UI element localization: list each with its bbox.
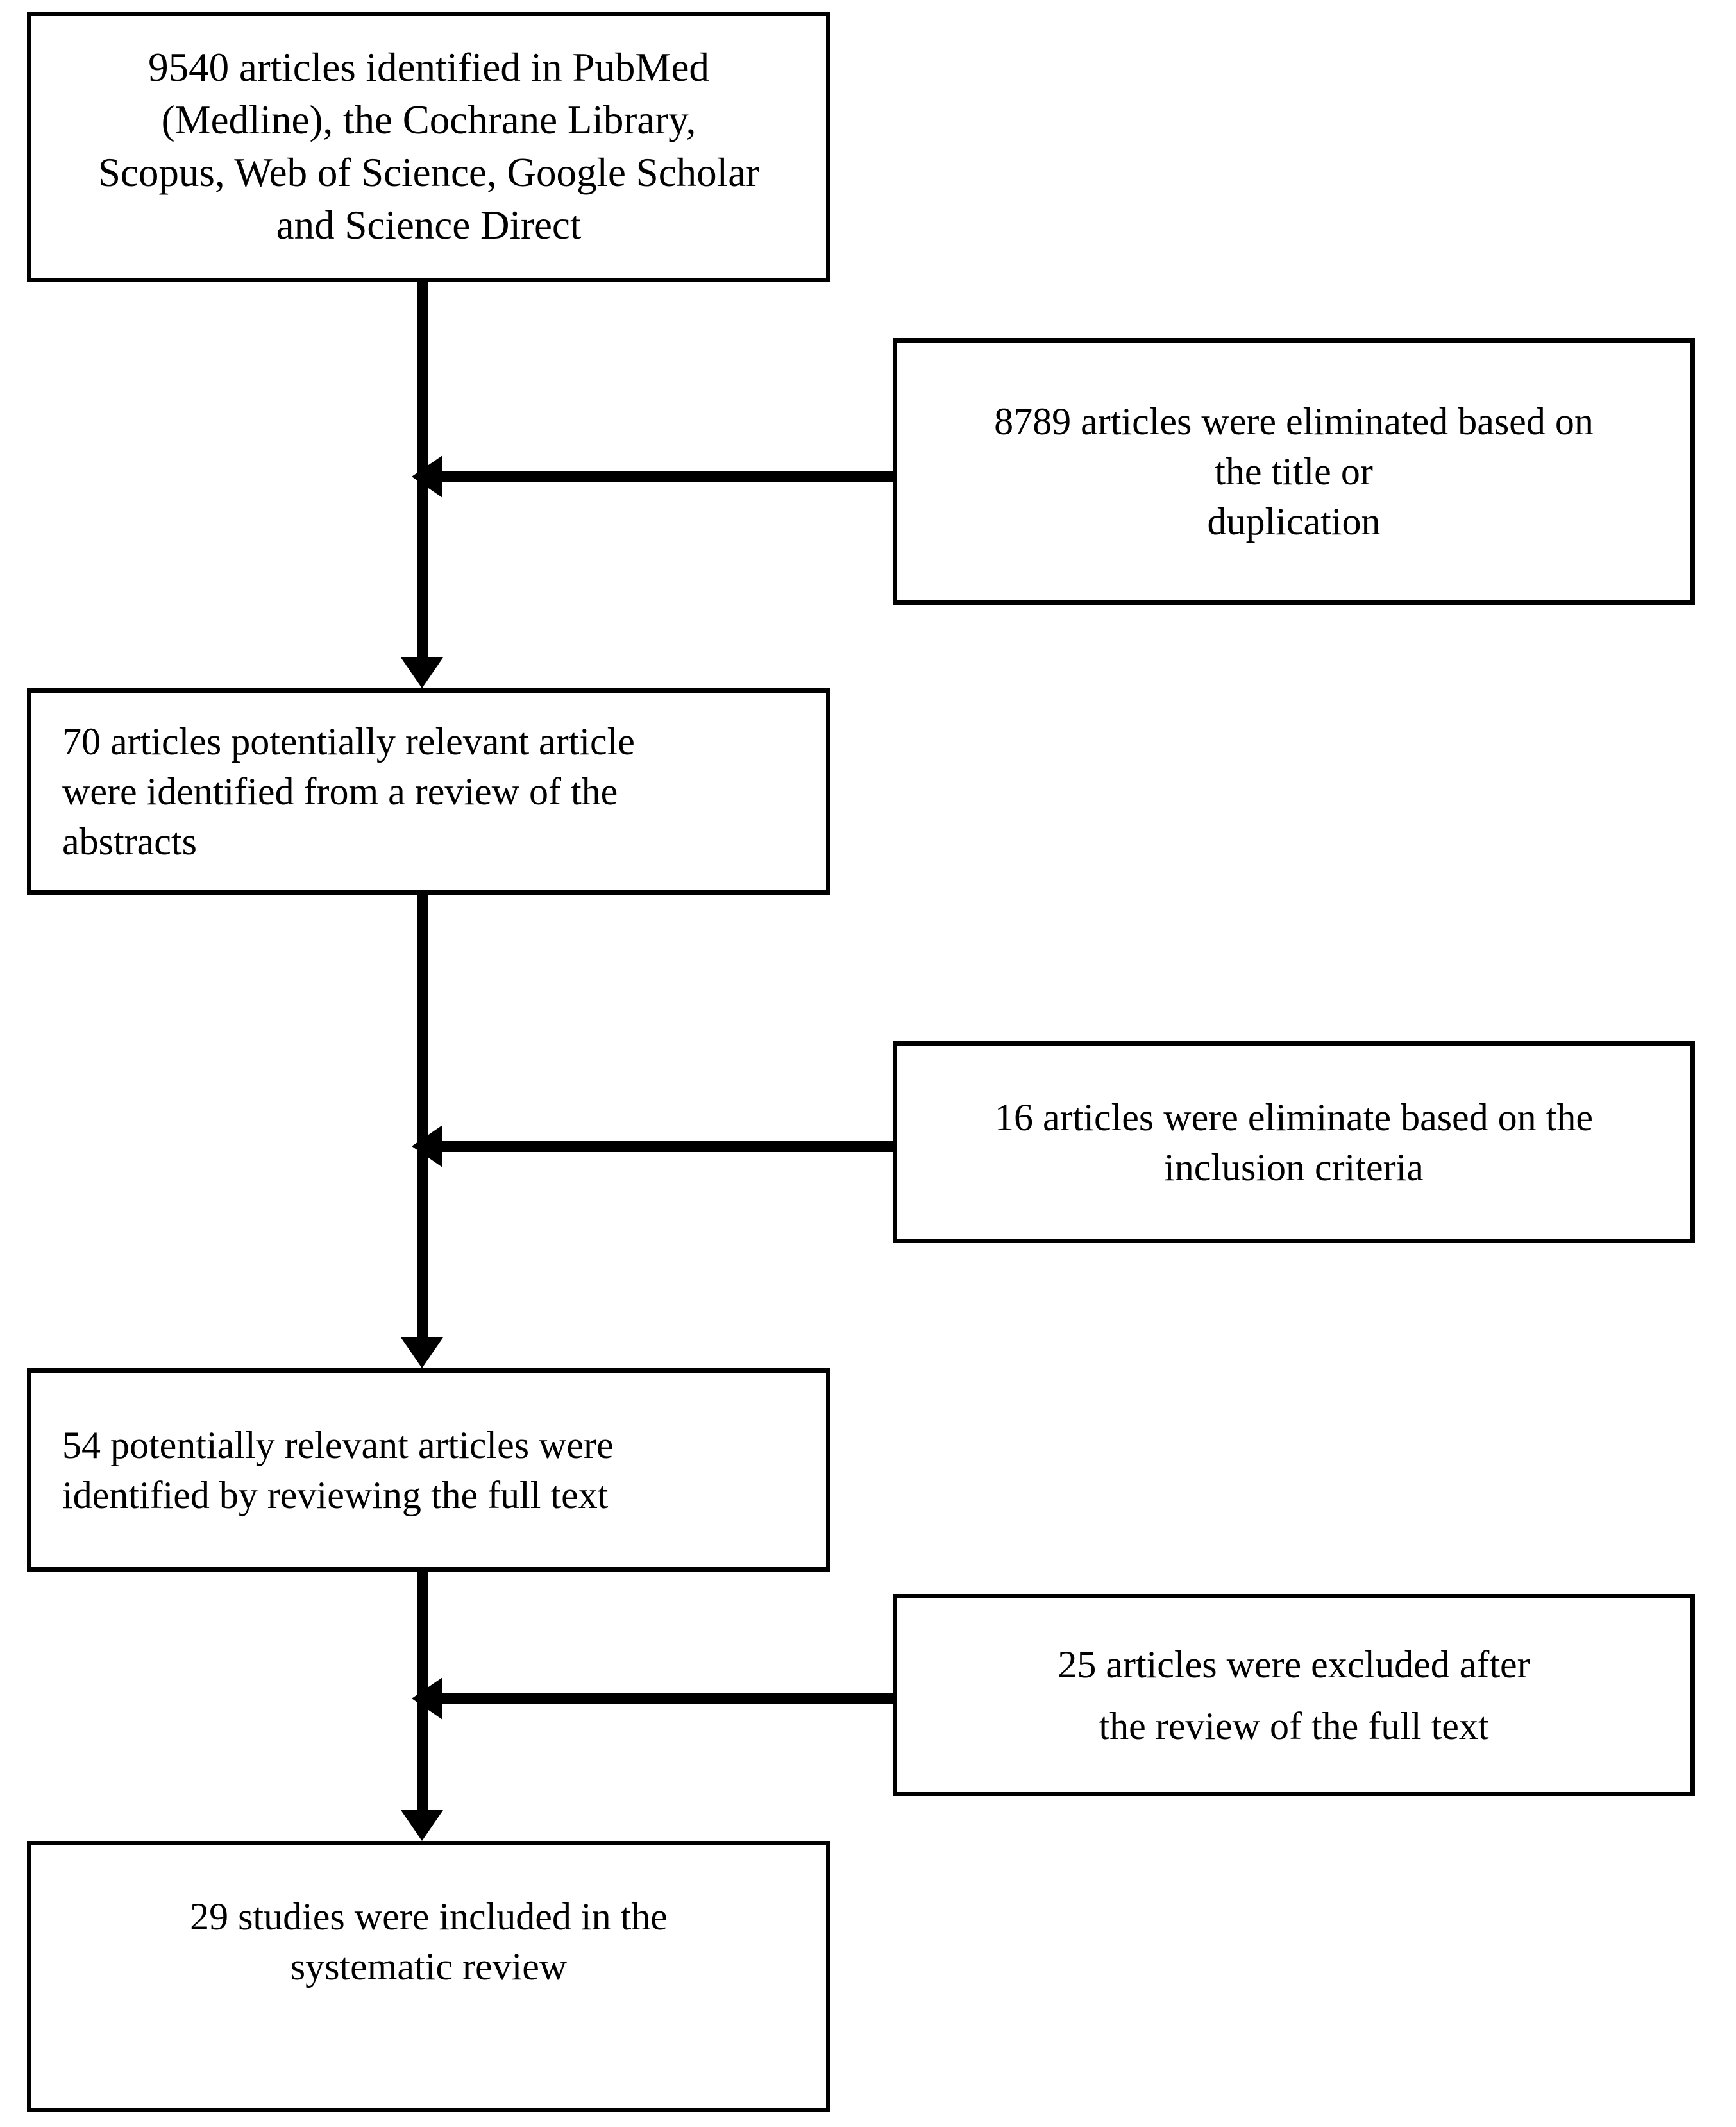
box-records-excluded-fulltext-text: 25 articles were excluded after the revi… — [1058, 1643, 1530, 1747]
arrowhead-left-eliminated-title — [412, 455, 442, 498]
connector-eliminated-inclusion-to-spine — [442, 1141, 893, 1152]
box-records-identified-text: 9540 articles identified in PubMed (Medl… — [97, 45, 760, 248]
box-records-screened-abstracts-text: 70 articles potentially relevant article… — [62, 720, 635, 863]
connector-eliminated-title-to-spine — [442, 471, 893, 482]
connector-abstracts-to-fulltext — [417, 895, 428, 1337]
box-records-eliminated-title: 8789 articles were eliminated based on t… — [893, 338, 1695, 605]
box-records-assessed-fulltext: 54 potentially relevant articles were id… — [27, 1368, 830, 1572]
box-records-assessed-fulltext-text: 54 potentially relevant articles were id… — [62, 1423, 614, 1516]
arrowhead-left-eliminated-inclusion — [412, 1125, 442, 1167]
arrowhead-down-to-abstracts — [401, 657, 443, 688]
arrowhead-down-to-included — [401, 1810, 443, 1841]
box-studies-included-text: 29 studies were included in the systemat… — [190, 1895, 668, 1988]
box-records-eliminated-inclusion-text: 16 articles were eliminate based on the … — [995, 1096, 1593, 1189]
box-studies-included: 29 studies were included in the systemat… — [27, 1841, 830, 2112]
box-records-excluded-fulltext: 25 articles were excluded after the revi… — [893, 1594, 1695, 1796]
connector-excluded-fulltext-to-spine — [442, 1693, 893, 1704]
arrowhead-down-to-fulltext — [401, 1337, 443, 1368]
box-records-identified: 9540 articles identified in PubMed (Medl… — [27, 12, 830, 282]
arrowhead-left-excluded-fulltext — [412, 1677, 442, 1720]
box-records-eliminated-title-text: 8789 articles were eliminated based on t… — [994, 400, 1594, 543]
box-records-eliminated-inclusion: 16 articles were eliminate based on the … — [893, 1041, 1695, 1243]
box-records-screened-abstracts: 70 articles potentially relevant article… — [27, 688, 830, 895]
